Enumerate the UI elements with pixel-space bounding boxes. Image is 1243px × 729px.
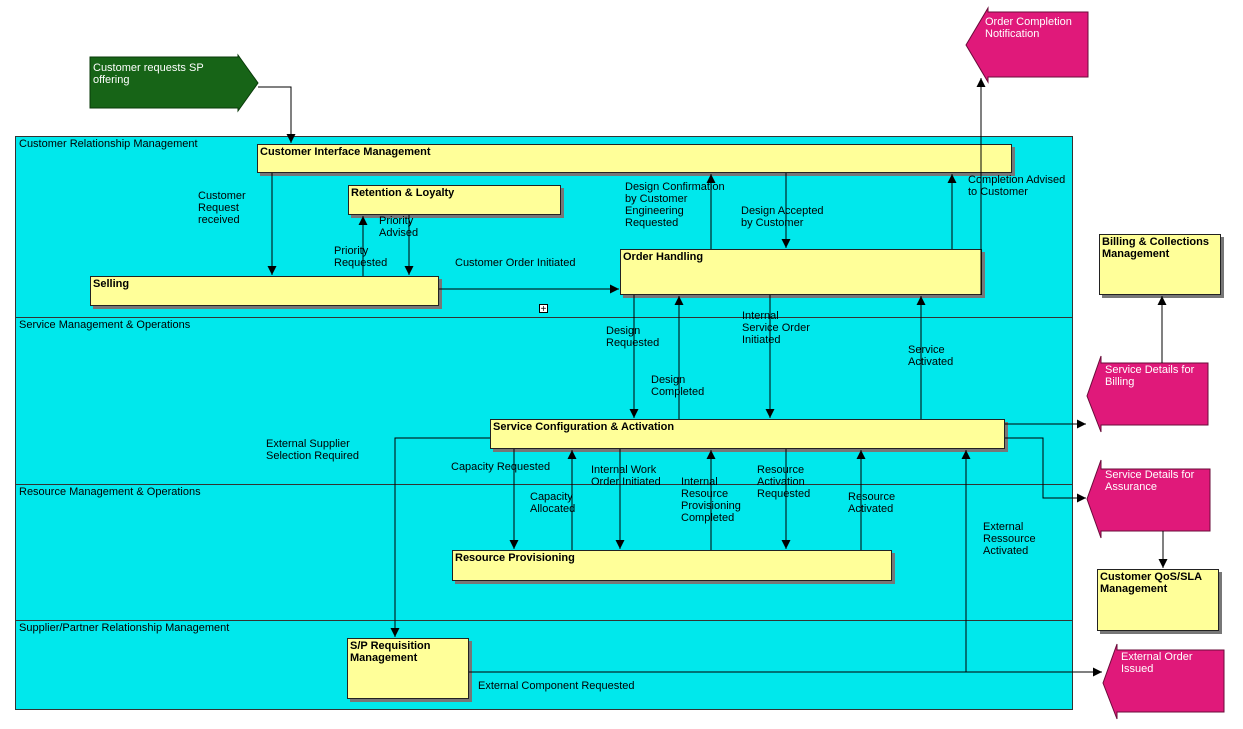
process-retention-loyalty[interactable]: Retention & Loyalty <box>348 185 561 215</box>
flow-label-design-accepted: Design Accepted by Customer <box>741 205 824 229</box>
process-customer-qos-sla-management[interactable]: Customer QoS/SLA Management <box>1097 569 1219 631</box>
flow-label-design-completed: Design Completed <box>651 374 705 398</box>
lane-title: Resource Management & Operations <box>19 486 201 498</box>
process-customer-interface-management[interactable]: Customer Interface Management <box>257 144 1012 173</box>
flow-label-design-confirmation: Design Confirmation by Customer Engineer… <box>625 181 725 229</box>
flow-label-priority-advised: Priority Advised <box>379 215 419 239</box>
flow-label-capacity-allocated: Capacity Allocated <box>530 491 576 515</box>
process-resource-provisioning[interactable]: Resource Provisioning <box>452 550 892 581</box>
process-label: Customer Interface Management <box>260 146 431 158</box>
process-selling[interactable]: Selling <box>90 276 439 306</box>
process-label: S/P Requisition Management <box>350 640 431 664</box>
process-label: Order Handling <box>623 251 704 263</box>
start-event-label: Customer requests SP offering <box>93 62 204 86</box>
lane-service-management-operations: Service Management & Operations <box>15 317 1073 485</box>
process-label: Selling <box>93 278 130 290</box>
flow-label-customer-order-initiated: Customer Order Initiated <box>455 257 576 269</box>
service-assurance-label: Service Details for Assurance <box>1105 469 1195 493</box>
process-sp-requisition-management[interactable]: S/P Requisition Management <box>347 638 469 699</box>
expand-icon[interactable]: + <box>539 304 548 315</box>
external-order-label: External Order Issued <box>1121 651 1193 675</box>
flow-label-external-component-requested: External Component Requested <box>478 680 635 692</box>
flow-label-internal-service-order: Internal Service Order Initiated <box>742 310 810 346</box>
lane-title: Service Management & Operations <box>19 319 191 331</box>
flow-label-capacity-requested: Capacity Requested <box>451 461 551 473</box>
flow-start-to-cim <box>258 86 296 143</box>
flow-label-priority-requested: Priority Requested <box>334 245 388 269</box>
process-label: Customer QoS/SLA Management <box>1100 571 1202 595</box>
lane-supplier-partner-relationship-management: Supplier/Partner Relationship Management <box>15 620 1073 710</box>
process-label: Service Configuration & Activation <box>493 421 675 433</box>
flow-label-completion-advised: Completion Advised to Customer <box>968 174 1066 198</box>
lane-title: Customer Relationship Management <box>19 138 198 150</box>
process-label: Billing & Collections Management <box>1102 236 1209 260</box>
flow-label-internal-work-order: Internal Work Order Initiated <box>591 464 661 488</box>
process-order-handling[interactable]: Order Handling <box>620 249 982 295</box>
flow-label-customer-request: Customer Request received <box>198 190 246 226</box>
flow-label-service-activated: Service Activated <box>908 344 954 368</box>
lane-title: Supplier/Partner Relationship Management <box>19 622 230 634</box>
order-completion-label: Order Completion Notification <box>985 16 1072 40</box>
service-billing-label: Service Details for Billing <box>1105 364 1195 388</box>
process-service-configuration-activation[interactable]: Service Configuration & Activation <box>490 419 1005 449</box>
flow-label-resource-activated: Resource Activated <box>848 491 896 515</box>
flow-label-internal-resource-prov: Internal Resource Provisioning Completed <box>681 476 741 524</box>
flow-label-external-resource-activated: External Ressource Activated <box>983 521 1036 557</box>
flow-label-resource-activation-requested: Resource Activation Requested <box>757 464 811 500</box>
flow-label-external-supplier: External Supplier Selection Required <box>266 438 359 462</box>
process-billing-collections-management[interactable]: Billing & Collections Management <box>1099 234 1221 295</box>
flow-label-design-requested: Design Requested <box>606 325 660 349</box>
process-label: Retention & Loyalty <box>351 187 455 199</box>
process-label: Resource Provisioning <box>455 552 575 564</box>
